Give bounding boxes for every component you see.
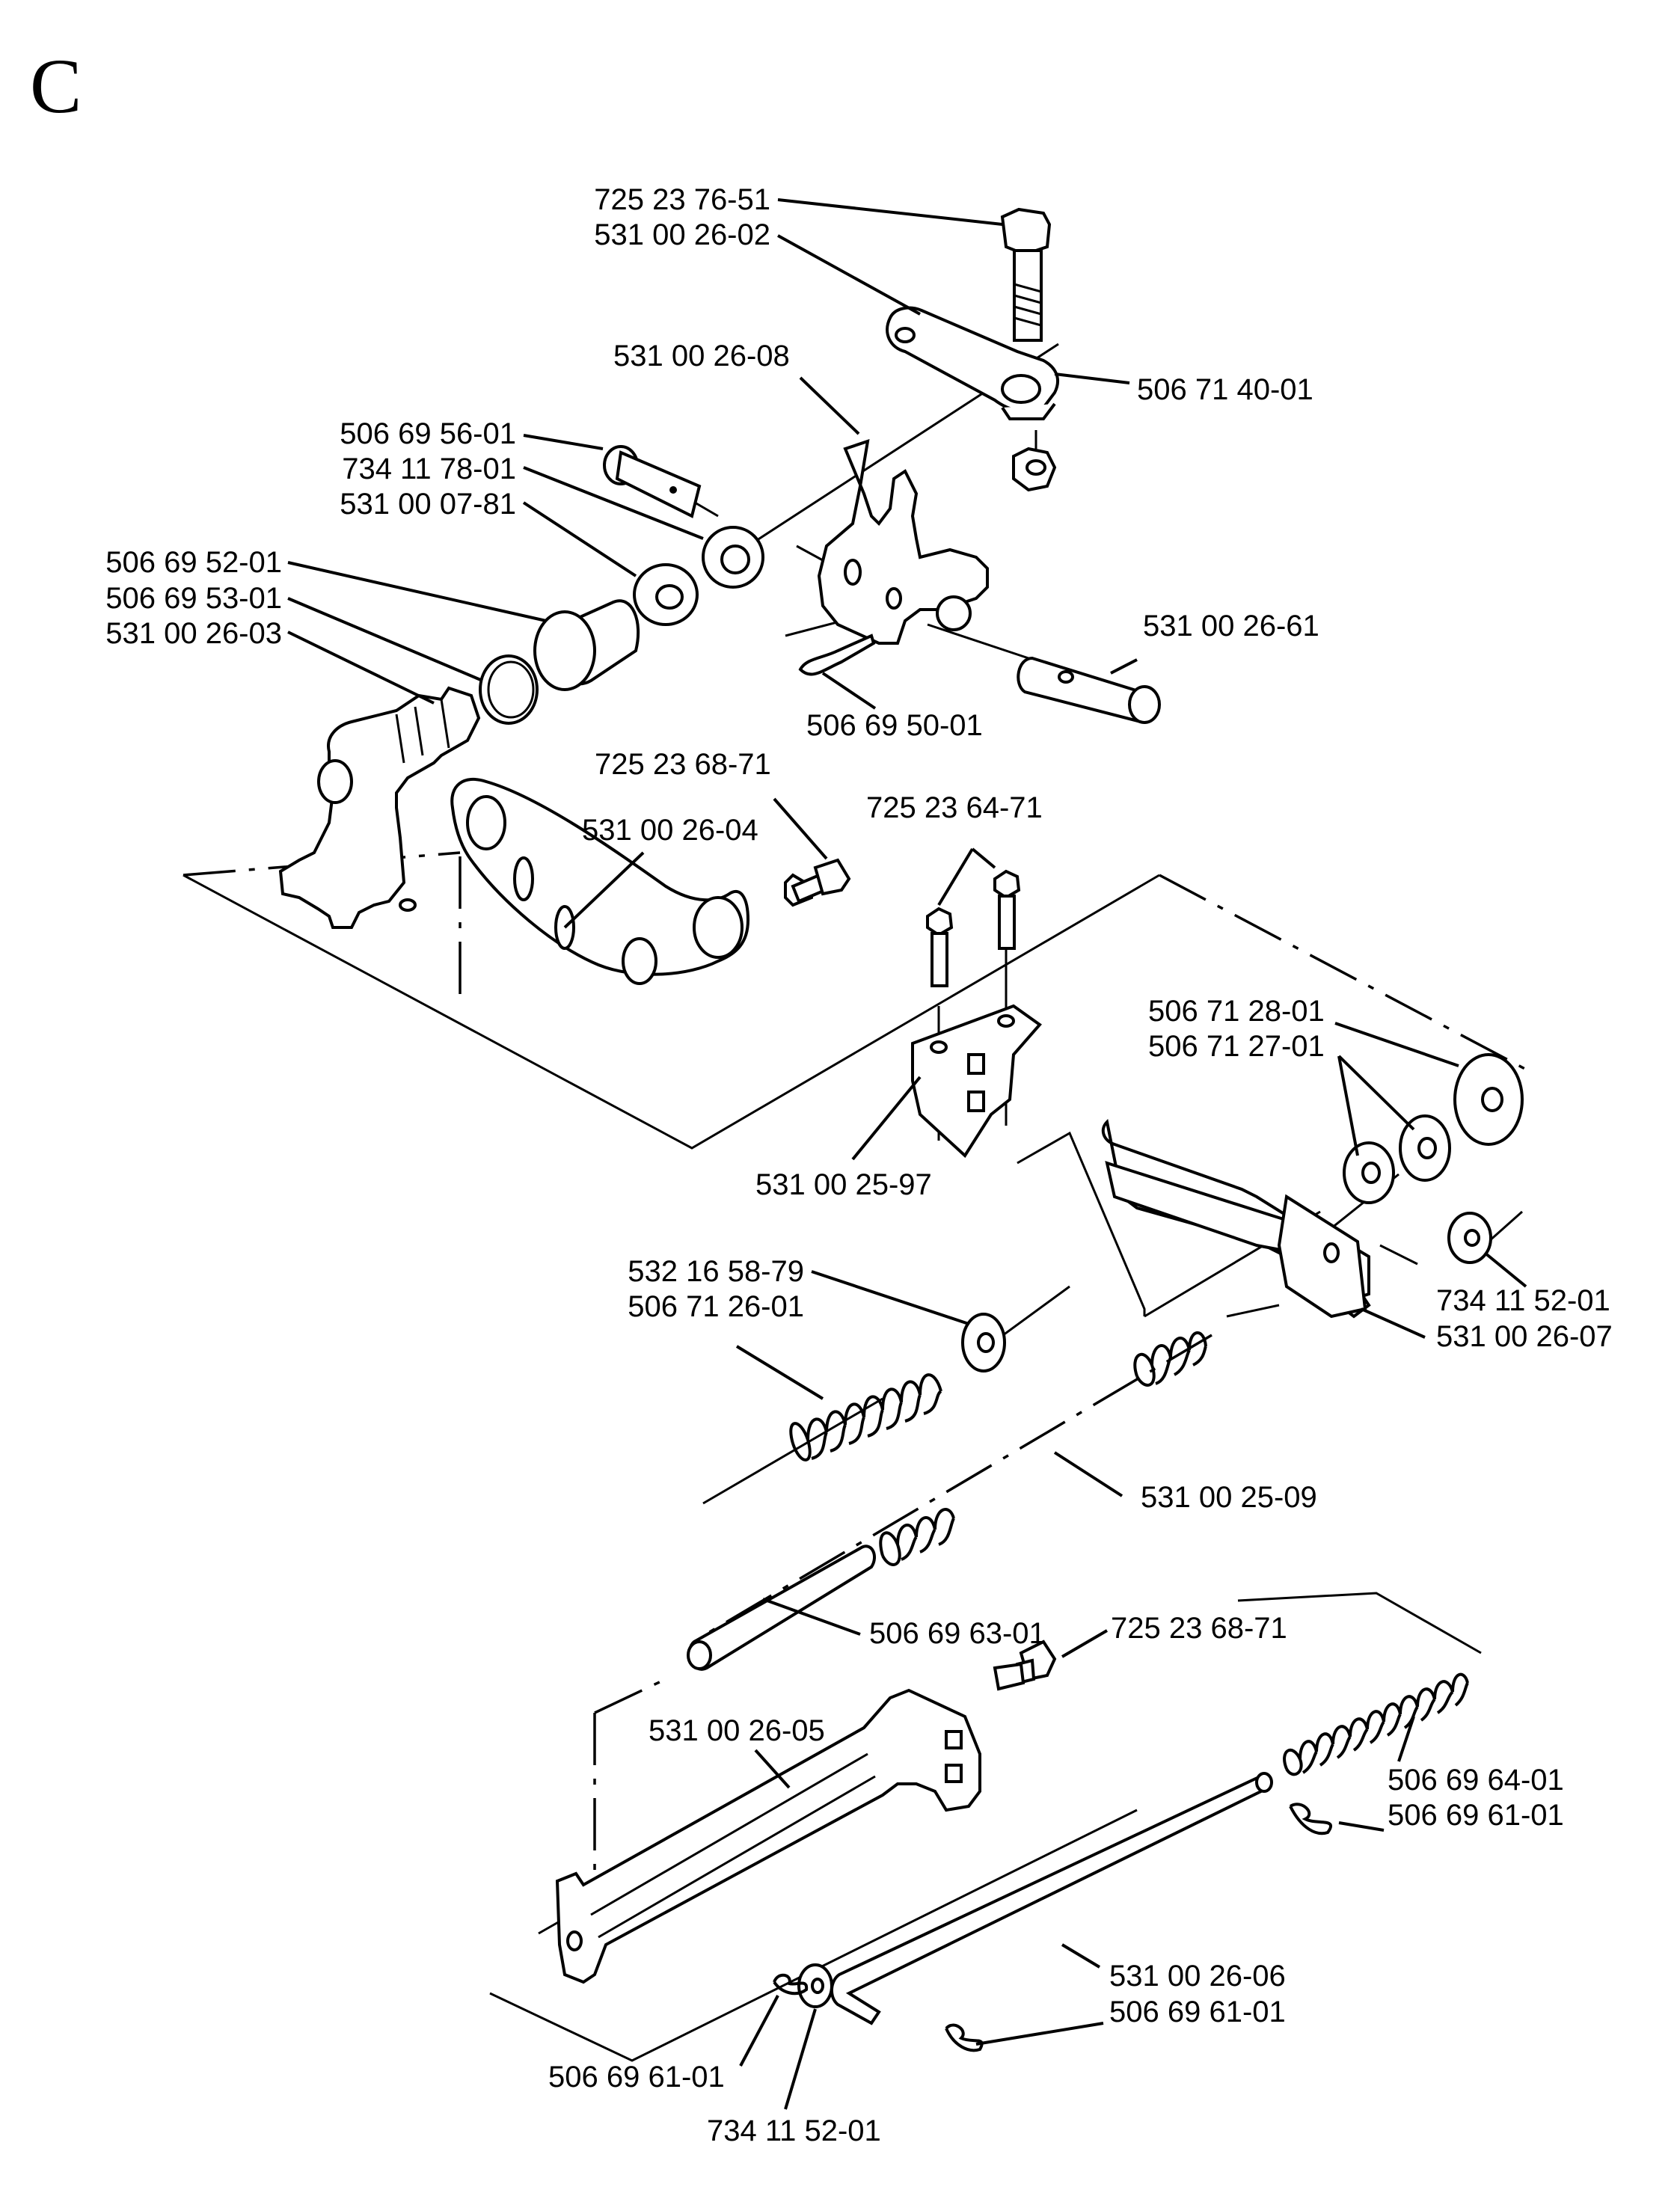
label-506-71-26-01: 506 71 26-01 <box>628 1290 804 1323</box>
washer-531-00-07 <box>633 563 699 626</box>
label-725-23-76-51: 725 23 76-51 <box>594 183 770 216</box>
washer-506-71-28 <box>1453 1053 1524 1146</box>
label-734-11-78-01: 734 11 78-01 <box>342 453 516 485</box>
o-ring <box>479 654 539 725</box>
bolt-upper <box>784 858 851 907</box>
label-531-00-26-03: 531 00 26-03 <box>105 617 282 650</box>
label-531-00-26-61: 531 00 26-61 <box>1143 610 1319 642</box>
part-labels: 725 23 76-51 531 00 26-02 506 71 40-01 5… <box>105 183 1613 2147</box>
label-725-23-68-71-lower: 725 23 68-71 <box>1111 1612 1287 1645</box>
label-506-69-52-01: 506 69 52-01 <box>105 546 282 579</box>
washer-734-11-78 <box>702 526 764 589</box>
label-531-00-25-09: 531 00 25-09 <box>1141 1481 1317 1514</box>
clevis-pin <box>1017 656 1161 724</box>
pivot-shaft-lever <box>278 686 481 929</box>
pivot-bracket <box>817 439 989 645</box>
label-531-00-26-02: 531 00 26-02 <box>594 218 770 251</box>
assembly-outline-upper <box>183 851 1534 1150</box>
slotted-lever <box>1101 1118 1371 1319</box>
label-506-71-27-01: 506 71 27-01 <box>1148 1030 1325 1063</box>
label-531-00-26-08: 531 00 26-08 <box>613 340 790 372</box>
spring-small <box>1283 1672 1469 1776</box>
cotter-pin <box>798 634 876 676</box>
spring-large <box>789 1373 942 1461</box>
label-506-69-61-01-right: 506 69 61-01 <box>1388 1799 1564 1832</box>
label-506-69-64-01: 506 69 64-01 <box>1388 1764 1564 1797</box>
label-725-23-68-71-upper: 725 23 68-71 <box>595 748 771 781</box>
washer-532-16 <box>961 1313 1006 1372</box>
curved-arm <box>450 777 750 985</box>
spring-rod <box>879 1331 1207 1566</box>
headed-pin <box>603 445 702 518</box>
label-506-69-61-01-left: 506 69 61-01 <box>548 2061 725 2094</box>
section-letter: C <box>30 43 82 129</box>
label-506-69-56-01: 506 69 56-01 <box>340 417 516 450</box>
hairpin-clip-2 <box>945 2023 984 2052</box>
washer-734-11-52-upper <box>1447 1212 1492 1264</box>
label-506-71-40-01: 506 71 40-01 <box>1137 373 1313 406</box>
label-531-00-26-04: 531 00 26-04 <box>582 814 758 847</box>
label-734-11-52-01-upper: 734 11 52-01 <box>1436 1284 1610 1317</box>
label-531-00-26-06: 531 00 26-06 <box>1109 1960 1286 1993</box>
bushing <box>533 599 640 691</box>
label-532-16-58-79: 532 16 58-79 <box>628 1255 804 1288</box>
washer-506-71-27 <box>1399 1114 1451 1182</box>
base-lever <box>555 1688 981 1984</box>
hairpin-clip-3 <box>773 1973 809 1996</box>
label-725-23-64-71: 725 23 64-71 <box>866 791 1043 824</box>
label-506-71-28-01: 506 71 28-01 <box>1148 995 1325 1028</box>
bolt-pair <box>926 869 1021 987</box>
label-531-00-26-05: 531 00 26-05 <box>649 1714 825 1747</box>
assembly-outline-lower <box>489 1592 1482 2062</box>
label-506-69-50-01: 506 69 50-01 <box>806 709 983 742</box>
washer-small <box>1343 1141 1395 1204</box>
washer-734-11-52-lower <box>797 1963 833 2008</box>
label-506-69-63-01: 506 69 63-01 <box>869 1617 1046 1650</box>
bolt-lower <box>993 1640 1057 1691</box>
label-734-11-52-01-lower: 734 11 52-01 <box>707 2114 881 2147</box>
leader-lines <box>287 198 1527 2110</box>
link-arm <box>886 306 1059 420</box>
label-531-00-25-97: 531 00 25-97 <box>755 1168 932 1201</box>
guide-rod <box>687 1545 876 1671</box>
bolt-top <box>1000 207 1052 342</box>
label-506-69-61-01-rod: 506 69 61-01 <box>1109 1996 1286 2028</box>
nut <box>1012 430 1057 492</box>
label-506-69-53-01: 506 69 53-01 <box>105 582 282 615</box>
label-531-00-26-07: 531 00 26-07 <box>1436 1320 1613 1353</box>
mounting-bracket <box>911 1004 1042 1159</box>
hairpin-clip-1 <box>1289 1803 1332 1835</box>
label-531-00-07-81: 531 00 07-81 <box>340 488 516 521</box>
